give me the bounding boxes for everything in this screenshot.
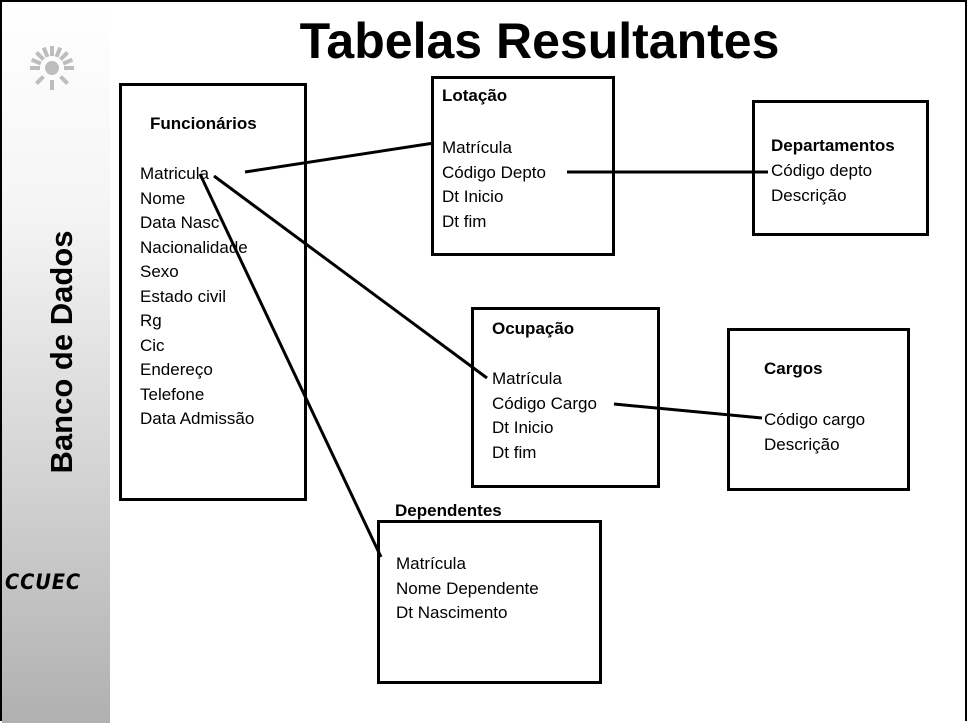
field-list: Código cargo Descrição <box>764 408 865 457</box>
field: Dt fim <box>442 211 487 231</box>
field-list: Matrícula Nome Dependente Dt Nascimento <box>396 552 539 626</box>
field: Matrícula <box>492 369 562 388</box>
link-matricula-dependentes <box>198 173 383 558</box>
table-cargos: Cargos Código cargo Descrição <box>727 328 910 491</box>
table-name: Funcionários <box>150 114 257 133</box>
field: Data Admissão <box>140 409 255 428</box>
link-matricula-lotacao <box>244 141 435 174</box>
field: Estado civil <box>140 286 226 306</box>
table-name: Ocupação <box>492 319 575 338</box>
table-departamentos: Departamentos Código depto Descrição <box>752 100 929 236</box>
field: Endereço <box>140 360 213 379</box>
sidebar: Banco de Dados CCUEC <box>2 2 110 723</box>
table-lotacao: Lotação Matrícula Código Depto Dt Inicio… <box>431 76 615 256</box>
field: Telefone <box>140 384 205 404</box>
table-dependentes-name: Dependentes <box>395 501 502 520</box>
field: Descrição <box>764 434 840 454</box>
field: Cic <box>140 335 165 355</box>
field: Dt Inicio <box>442 187 504 206</box>
field: Matrícula <box>396 554 466 573</box>
field-list: Matrícula Código Depto Dt Inicio Dt fim <box>442 136 546 234</box>
field: Código Depto <box>442 162 546 182</box>
field: Rg <box>140 311 162 330</box>
link-matricula-ocupacao <box>213 174 488 380</box>
table-dependentes: Matrícula Nome Dependente Dt Nascimento <box>377 520 602 684</box>
table-name: Lotação <box>442 86 508 105</box>
field: Matricula <box>140 164 209 183</box>
link-cargo <box>613 402 763 420</box>
ccuec-logo-text: CCUEC <box>5 570 82 594</box>
field: Data Nasc <box>140 213 220 232</box>
table-name: Cargos <box>764 359 823 378</box>
field-list: Matrícula Código Cargo Dt Inicio Dt fim <box>492 367 597 465</box>
field-list: Código depto Descrição <box>771 159 872 208</box>
slide-title: Tabelas Resultantes <box>299 13 780 69</box>
university-logo-icon <box>30 46 74 90</box>
table-ocupacao: Ocupação Matrícula Código Cargo Dt Inici… <box>471 307 660 488</box>
field: Dt Nascimento <box>396 603 508 622</box>
field: Código Cargo <box>492 393 597 413</box>
field: Matrícula <box>442 138 512 157</box>
field: Descrição <box>771 185 847 205</box>
field: Sexo <box>140 262 179 281</box>
field: Nome Dependente <box>396 578 539 598</box>
table-funcionarios: Funcionários Matricula Nome Data Nasc Na… <box>119 83 307 501</box>
field: Código depto <box>771 161 873 180</box>
field: Dt Inicio <box>492 418 554 437</box>
field: Nacionalidade <box>140 237 248 257</box>
field: Código cargo <box>764 410 866 429</box>
field: Nome <box>140 188 186 208</box>
table-name: Departamentos <box>771 136 895 155</box>
field: Dt fim <box>492 442 537 462</box>
field-list: Matricula Nome Data Nasc Nacionalidade S… <box>140 162 254 432</box>
